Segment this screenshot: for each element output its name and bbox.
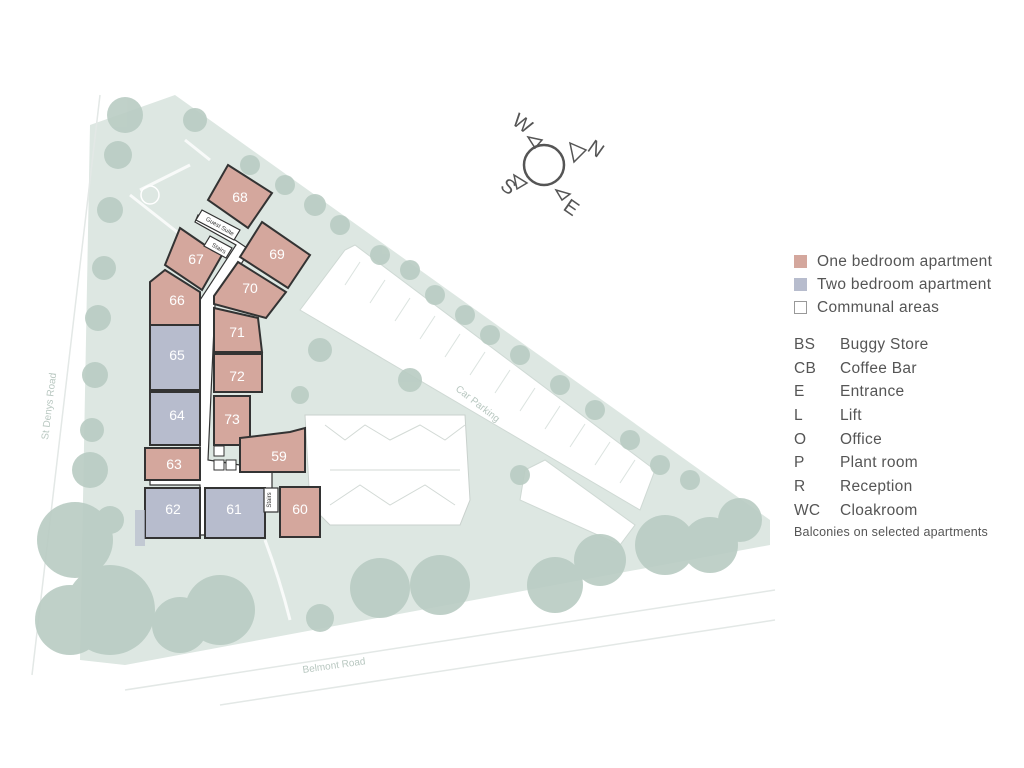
stairs-north-room: [203, 235, 233, 259]
legend-key-one-bedroom: One bedroom apartment: [794, 250, 1024, 273]
abbreviation-code: P: [794, 454, 805, 472]
car-park-lower: [519, 459, 636, 546]
apartment-number-label: 68: [232, 189, 248, 205]
service-room: [225, 459, 237, 471]
apartment-number-label: 64: [169, 407, 185, 423]
balcony: [135, 510, 145, 546]
north-arrow-icon: [568, 141, 588, 164]
legend-key-communal: Communal areas: [794, 296, 1024, 319]
abbreviation-code: R: [794, 477, 806, 495]
compass-rose: N W E S: [496, 110, 608, 221]
abbreviation-row: P Plant room: [794, 451, 1024, 475]
stairs-south-label: Stairs: [267, 492, 273, 507]
legend-label: Communal areas: [817, 298, 940, 316]
abbreviation-code: CB: [794, 359, 817, 377]
apartment-number-label: 70: [242, 280, 258, 296]
apartment-number-label: 61: [226, 501, 242, 517]
abbreviation-code: WC: [794, 501, 821, 519]
legend-label: One bedroom apartment: [817, 252, 993, 270]
apartment-70: [213, 260, 288, 320]
abbreviation-meaning: Lift: [840, 406, 862, 424]
swatch-communal: [794, 301, 807, 314]
apartment-number-label: 69: [269, 246, 285, 262]
apartment-number-label: 71: [229, 324, 245, 340]
abbreviation-meaning: Office: [840, 430, 883, 448]
legend-key-two-bedroom: Two bedroom apartment: [794, 273, 1024, 296]
parking-bays: [344, 261, 636, 484]
abbreviation-meaning: Coffee Bar: [840, 359, 917, 377]
apartment-number-label: 60: [292, 501, 308, 517]
abbreviation-row: CB Coffee Bar: [794, 357, 1024, 381]
abbreviation-meaning: Plant room: [840, 454, 918, 472]
apartment-71: [213, 306, 264, 353]
abbreviation-meaning: Entrance: [840, 383, 905, 401]
apartment-number-label: 62: [165, 501, 181, 517]
abbreviation-meaning: Cloakroom: [840, 501, 918, 519]
compass-west: W: [508, 110, 536, 139]
abbreviation-row: L Lift: [794, 404, 1024, 428]
apartment-61: [204, 487, 266, 539]
apartment-number-label: 67: [188, 251, 204, 267]
road-label-st-denys: St Denys Road: [40, 372, 59, 440]
guest-suite-room: [195, 209, 241, 241]
service-room: [213, 445, 225, 457]
apartment-65: [149, 324, 201, 391]
road-edge: [31, 94, 101, 676]
apartment-number-label: 63: [166, 456, 182, 472]
apartment-68: [206, 163, 274, 230]
garden-feature: [140, 185, 160, 205]
compass-north: N: [583, 136, 607, 162]
car-park: [299, 244, 656, 511]
legend-note: Balconies on selected apartments: [794, 524, 989, 539]
stairs-south-room: [263, 487, 279, 513]
building: Guest Suite Stairs Stairs: [135, 163, 321, 546]
apartment-60: [279, 486, 321, 538]
abbreviation-row: O Office: [794, 428, 1024, 452]
east-arrow-icon: [554, 188, 572, 202]
abbreviation-row: R Reception: [794, 475, 1024, 499]
legend-label: Two bedroom apartment: [817, 275, 992, 293]
apartment-64: [149, 391, 201, 446]
abbreviation-row: BS Buggy Store: [794, 333, 1024, 357]
apartment-72: [213, 353, 263, 393]
abbreviation-row: E Entrance: [794, 380, 1024, 404]
abbreviation-list: BS Buggy Store CB Coffee Bar E Entrance L Li…: [794, 333, 1024, 523]
abbreviation-code: O: [794, 430, 807, 448]
road-edge: [124, 589, 776, 691]
roof-lines: [324, 424, 466, 506]
apartment-number-label: 59: [271, 448, 287, 464]
road-edge: [219, 619, 776, 706]
abbreviation-meaning: Buggy Store: [840, 335, 929, 353]
service-room: [213, 459, 225, 471]
apartment-63: [144, 447, 201, 481]
abbreviation-code: L: [794, 406, 803, 424]
apartment-number-label: 73: [224, 411, 240, 427]
road-label-belmont: Belmont Road: [302, 656, 366, 676]
west-arrow-icon: [526, 135, 544, 150]
swatch-two-bedroom: [794, 278, 807, 291]
swatch-one-bedroom: [794, 255, 807, 268]
apartment-number-label: 65: [169, 347, 185, 363]
compass-icon: [522, 143, 566, 187]
trees: [35, 97, 762, 655]
abbreviation-row: WC Cloakroom: [794, 499, 1024, 523]
apartment-number-label: 66: [169, 292, 185, 308]
apartment-69: [238, 220, 312, 290]
abbreviation-code: BS: [794, 335, 816, 353]
abbreviation-meaning: Reception: [840, 477, 913, 495]
apartment-59: [239, 426, 306, 473]
south-arrow-icon: [512, 173, 529, 191]
apartment-number-label: 72: [229, 368, 245, 384]
abbreviation-code: E: [794, 383, 805, 401]
map-legend: One bedroom apartment Two bedroom apartm…: [794, 250, 1024, 539]
